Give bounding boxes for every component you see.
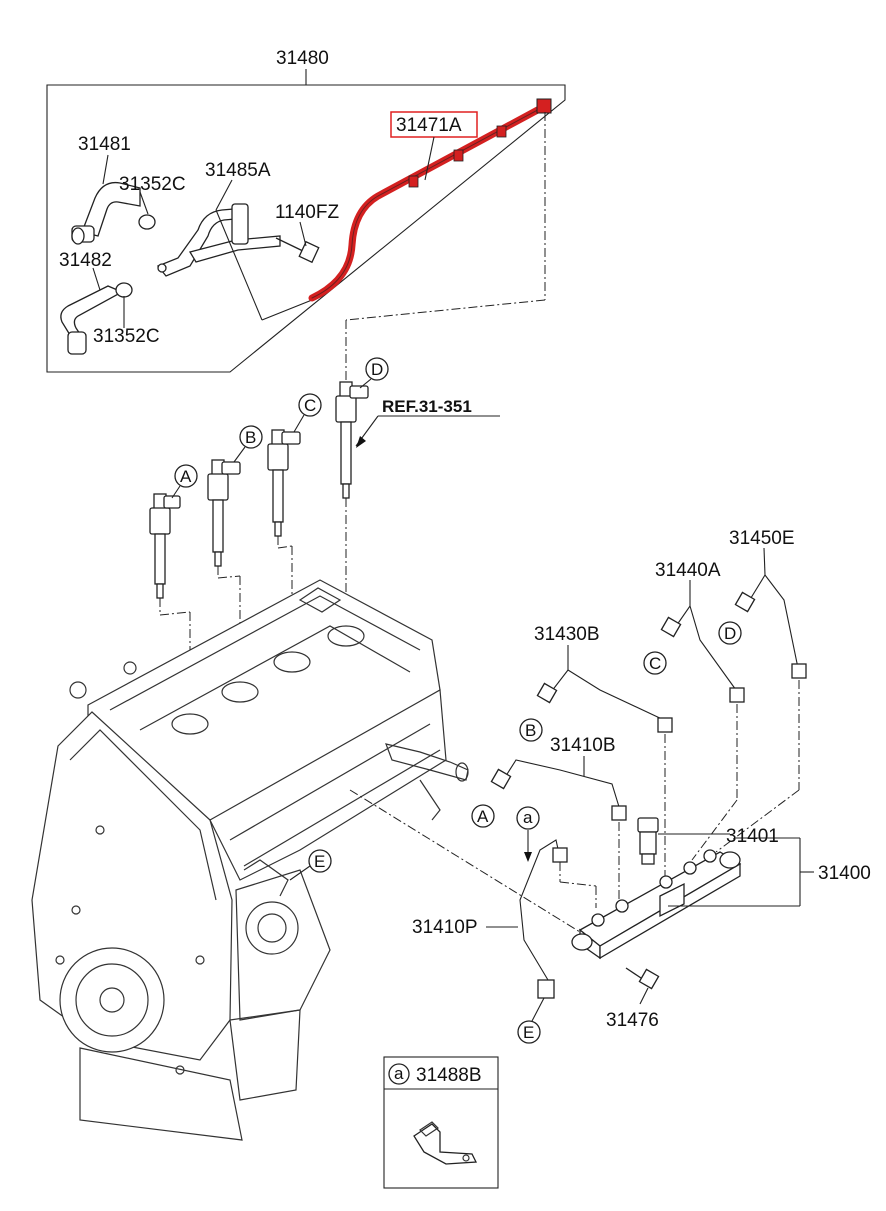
injector-d[interactable]	[335, 381, 369, 640]
pipe-nozzles	[408, 125, 507, 188]
clip-legend-box: a 31488B	[383, 1056, 499, 1189]
legend-part-label: 31488B	[416, 1065, 482, 1086]
reference-label: REF.31-351	[355, 397, 500, 448]
part-label-31476: 31476	[606, 1010, 659, 1031]
part-label-31481: 31481	[78, 134, 131, 155]
rail-outlet-ports	[591, 849, 717, 927]
callout-b-pipe: B	[519, 718, 543, 742]
clamp-31352c-top: 31352C	[119, 174, 186, 215]
callout-a-injector: A	[171, 464, 198, 499]
pipe-31410b[interactable]: 31410B	[490, 735, 627, 900]
part-label-1140fz: 1140FZ	[275, 202, 339, 223]
callout-e-pipe: E	[517, 997, 545, 1044]
engine-block	[31, 579, 469, 1141]
part-label-31480: 31480	[276, 48, 329, 69]
part-label-31352c-bottom: 31352C	[93, 326, 160, 347]
callout-letter: E	[314, 852, 325, 871]
pipe-31440a[interactable]: 31440A	[655, 560, 745, 861]
callout-b-injector: B	[233, 425, 263, 463]
callout-letter: C	[304, 396, 316, 415]
common-rail-assembly[interactable]: 31400	[571, 837, 871, 960]
return-hose-assembly-box: 31480	[46, 48, 566, 373]
callout-c-injector: C	[293, 393, 322, 433]
callout-letter: D	[724, 624, 736, 643]
callout-letter: a	[523, 808, 533, 827]
part-label-31400: 31400	[818, 863, 871, 884]
clip-31488b	[413, 1121, 478, 1165]
callout-letter: A	[477, 807, 489, 826]
callout-a-pipe: A	[471, 804, 495, 828]
callout-a-clip: a	[516, 806, 540, 862]
part-label-31482: 31482	[59, 250, 112, 271]
callout-c-pipe: C	[643, 651, 667, 675]
legend-letter: a	[394, 1064, 404, 1083]
callout-letter: E	[523, 1023, 534, 1042]
part-label-31430b: 31430B	[534, 624, 600, 645]
hose-31482: 31482	[59, 250, 133, 355]
part-label-31352c-top: 31352C	[119, 174, 186, 195]
callout-d-injector: D	[359, 357, 389, 389]
bolt-1140fz: 1140FZ	[275, 202, 339, 264]
pipe-31485a: 31485A	[156, 160, 313, 321]
pipe-31410p[interactable]: 31410P	[412, 839, 597, 999]
reference-text: REF.31-351	[382, 397, 472, 416]
part-label-31485a: 31485A	[205, 160, 271, 181]
callout-letter: D	[371, 360, 383, 379]
part-label-31401: 31401	[726, 826, 779, 847]
callout-letter: B	[245, 428, 256, 447]
clamp-31352c-bottom: 31352C	[93, 296, 160, 347]
hose-31481: 31481	[71, 134, 156, 245]
pressure-sensor-31401[interactable]: 31401	[637, 817, 779, 865]
callout-letter: B	[525, 721, 536, 740]
part-label-31450e: 31450E	[729, 528, 795, 549]
pipe-31450e[interactable]: 31450E	[715, 528, 807, 853]
callout-e-engine: E	[289, 849, 332, 881]
pipe-31430b[interactable]: 31430B	[534, 624, 673, 878]
return-pipe-31471a[interactable]: 31471A	[308, 98, 552, 302]
callout-letter: A	[180, 467, 192, 486]
callout-letter: C	[649, 654, 661, 673]
part-label-31410b: 31410B	[550, 735, 616, 756]
callout-d-pipe: D	[718, 621, 742, 645]
part-label-31410p: 31410P	[412, 917, 478, 938]
part-label-31471a: 31471A	[396, 115, 462, 136]
bolt-31476[interactable]: 31476	[606, 967, 660, 1031]
part-label-31440a: 31440A	[655, 560, 721, 581]
